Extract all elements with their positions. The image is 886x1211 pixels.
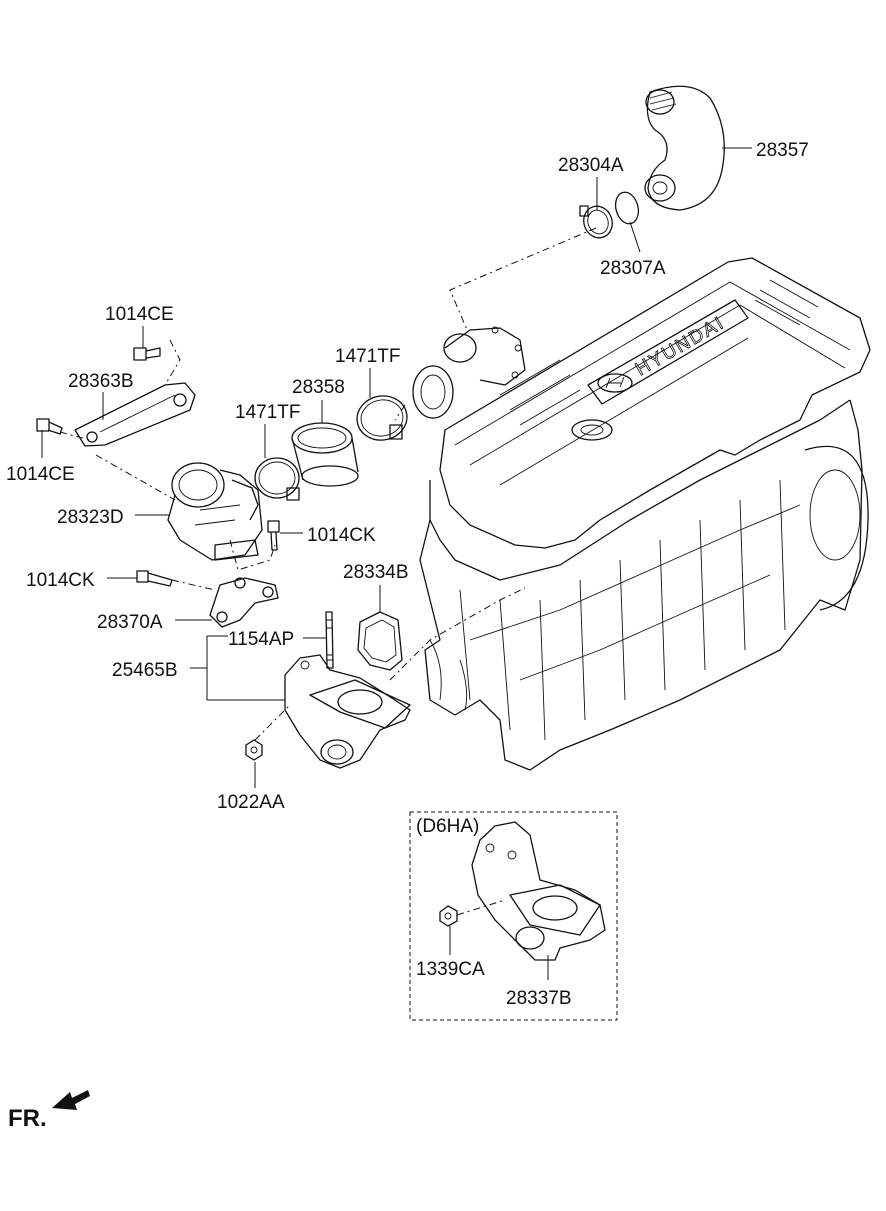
label-1339CA: 1339CA: [416, 959, 485, 980]
label-28337B: 28337B: [506, 988, 572, 1009]
intake-elbow-28337B: [471, 821, 606, 961]
leader-lines: [41, 147, 752, 980]
stud-1154AP: [325, 611, 334, 669]
label-28357: 28357: [756, 140, 809, 161]
gasket-28334B: [357, 611, 403, 671]
label-1154AP: 1154AP: [228, 629, 294, 650]
engine-logo-text: HYUNDAI: [632, 312, 729, 380]
hose-clamp-28304A: [579, 205, 613, 239]
intake-elbow-25465B: [284, 654, 411, 769]
label-1014CK-right: 1014CK: [307, 525, 376, 546]
bracket-28363B: [74, 382, 196, 447]
label-28334B: 28334B: [343, 562, 409, 583]
variant-box: [409, 811, 618, 1021]
engine-block: HYUNDAI: [412, 257, 871, 771]
throttle-body-28323D: [167, 462, 263, 561]
sleeve-28358: [291, 422, 359, 487]
intake-hose-28357: [644, 85, 725, 211]
label-1014CE-top: 1014CE: [105, 304, 174, 325]
nut-1339CA: [439, 905, 458, 927]
label-front: FR.: [8, 1105, 47, 1132]
label-28358: 28358: [292, 377, 345, 398]
label-1014CE-bottom: 1014CE: [6, 464, 75, 485]
clamp-1471TF-lower: [254, 457, 300, 501]
label-28304A: 28304A: [558, 155, 624, 176]
label-28363B: 28363B: [68, 371, 134, 392]
nut-1022AA: [245, 739, 263, 761]
label-28307A: 28307A: [600, 258, 666, 279]
label-28323D: 28323D: [57, 507, 124, 528]
assembly-lines: [59, 227, 597, 916]
front-arrow-icon: [52, 1090, 90, 1110]
bracket-28370A: [209, 577, 279, 628]
bolt-1014CE-top: [133, 347, 161, 361]
callout-labels: 28357 28304A 28307A 1014CE 28363B 1014CE…: [6, 140, 809, 1132]
bolt-1014CK-left: [136, 570, 173, 587]
label-1471TF-lower: 1471TF: [235, 402, 300, 423]
label-variant-D6HA: (D6HA): [416, 816, 479, 837]
label-1022AA: 1022AA: [217, 792, 285, 813]
label-1014CK-left: 1014CK: [26, 570, 95, 591]
label-25465B: 25465B: [112, 660, 178, 681]
label-1471TF-upper: 1471TF: [335, 346, 400, 367]
bolt-1014CE-bottom: [36, 418, 63, 435]
label-28370A: 28370A: [97, 612, 163, 633]
bolt-1014CK-right: [267, 520, 280, 551]
clamp-1471TF-upper: [356, 395, 408, 441]
o-ring-28307A: [614, 191, 640, 225]
